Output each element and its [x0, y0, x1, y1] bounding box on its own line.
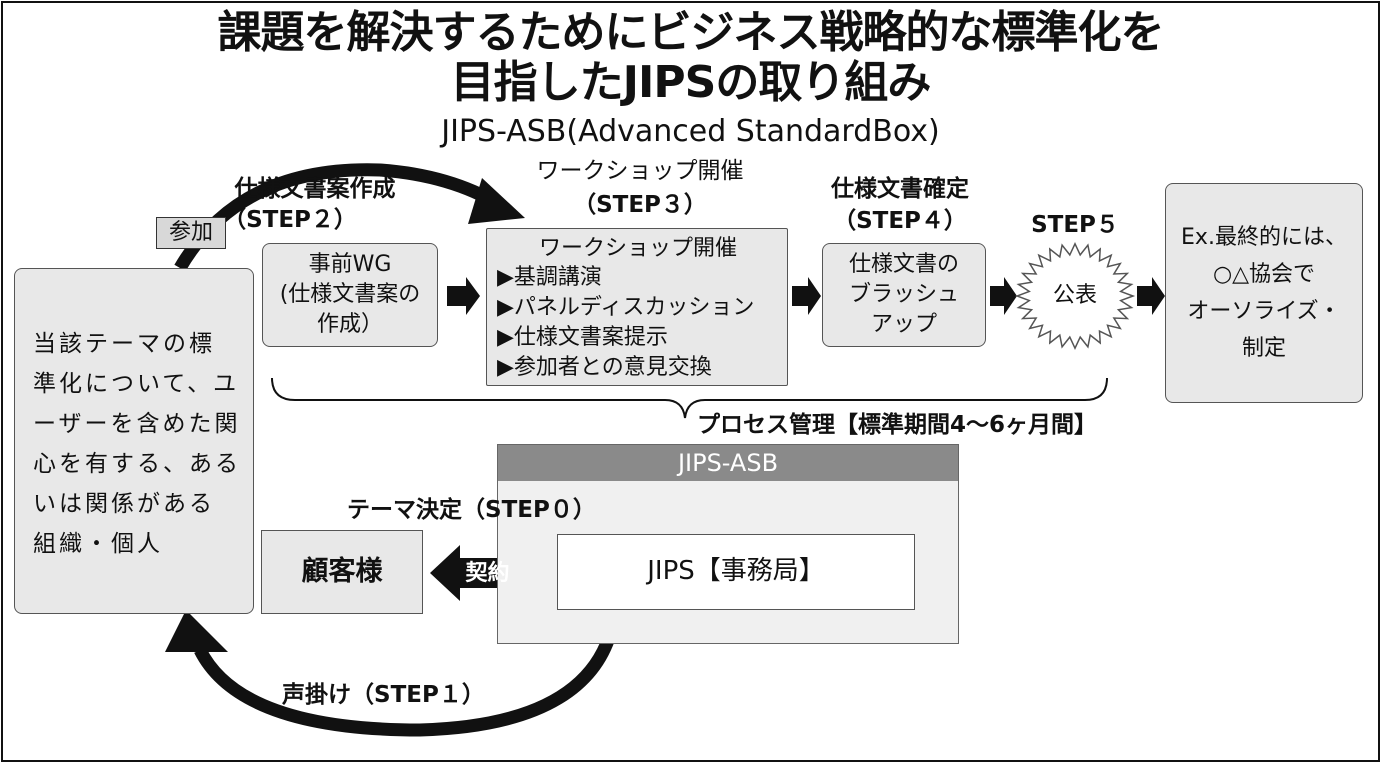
participants-line: 組織・個人 — [33, 531, 163, 557]
step-arrow-3 — [990, 277, 1017, 315]
participants-box: 当該テーマの標 準化について、ユ ーザーを含めた関 心を有する、ある いは関係が… — [14, 268, 254, 614]
contract-label: 契約 — [465, 561, 510, 586]
step-arrow-4 — [1137, 277, 1165, 315]
step2-step: （STEP２） — [223, 207, 357, 233]
asb-header: JIPS-ASB — [498, 445, 958, 481]
title-line2: 目指したJIPSの取り組み — [450, 57, 932, 108]
step2-label: 仕様文書案作成 — [234, 176, 396, 202]
badge-sanka: 参加 — [156, 217, 226, 249]
curved-arrow-bottom-head — [165, 610, 228, 652]
step5-burst-text: 公表 — [1052, 283, 1097, 308]
step2-box-line: (仕様文書案の — [279, 282, 421, 307]
step4-step: （STEP４） — [833, 208, 967, 234]
process-label: プロセス管理【標準期間4～6ヶ月間】 — [697, 412, 1098, 438]
step5-label: STEP５ — [1031, 212, 1119, 238]
step4-box-line: ブラッシュ — [848, 282, 959, 307]
step3-item: ▶仕様文書案提示 — [497, 325, 668, 350]
process-brace — [271, 377, 1108, 419]
step3-item: ▶参加者との意見交換 — [497, 355, 712, 380]
jips-box: JIPS【事務局】 — [557, 534, 915, 610]
final-line: ○△協会で — [1212, 262, 1316, 287]
step3-item: ▶基調講演 — [497, 265, 602, 290]
participants-line: 心を有する、ある — [33, 451, 241, 477]
step4-box: 仕様文書の ブラッシュ アップ — [822, 243, 986, 347]
step3-box-title: ワークショップ開催 — [538, 236, 737, 261]
final-line: 制定 — [1241, 336, 1286, 361]
step3-box: ワークショップ開催 ▶基調講演 ▶パネルディスカッション ▶仕様文書案提示 ▶参… — [486, 228, 788, 386]
theme-label: テーマ決定（STEP０） — [347, 497, 596, 523]
participants-line: いは関係がある — [33, 491, 215, 517]
participants-line: 当該テーマの標 — [33, 331, 215, 357]
step2-box-line: 作成） — [316, 312, 383, 337]
final-line: Ex.最終的には、 — [1181, 225, 1347, 250]
step4-box-line: 仕様文書の — [848, 252, 959, 277]
step4-box-line: アップ — [870, 312, 937, 337]
participants-line: ーザーを含めた関 — [33, 411, 241, 437]
final-line: オーソライズ・ — [1187, 299, 1341, 324]
customer-box: 顧客様 — [261, 530, 423, 614]
step3-label: ワークショップ開催 — [536, 158, 744, 184]
step2-box-line: 事前WG — [308, 252, 392, 277]
subtitle: JIPS-ASB(Advanced StandardBox) — [441, 114, 940, 149]
step-arrow-1 — [447, 277, 480, 315]
curved-arrow-bottom — [194, 611, 622, 737]
final-box: Ex.最終的には、 ○△協会で オーソライズ・ 制定 — [1165, 183, 1363, 403]
step2-box: 事前WG (仕様文書案の 作成） — [262, 243, 438, 347]
curved-arrow-top-head — [468, 178, 525, 224]
participants-line: 準化について、ユ — [33, 371, 240, 397]
step3-item: ▶パネルディスカッション — [497, 295, 755, 320]
title-line1: 課題を解決するためにビジネス戦略的な標準化を — [217, 7, 1165, 58]
step-arrow-2 — [792, 277, 821, 315]
step3-step: （STEP３） — [573, 192, 707, 218]
step4-label: 仕様文書確定 — [831, 176, 969, 202]
burst-shape — [1014, 242, 1136, 350]
step1-label: 声掛け（STEP１） — [282, 682, 485, 708]
